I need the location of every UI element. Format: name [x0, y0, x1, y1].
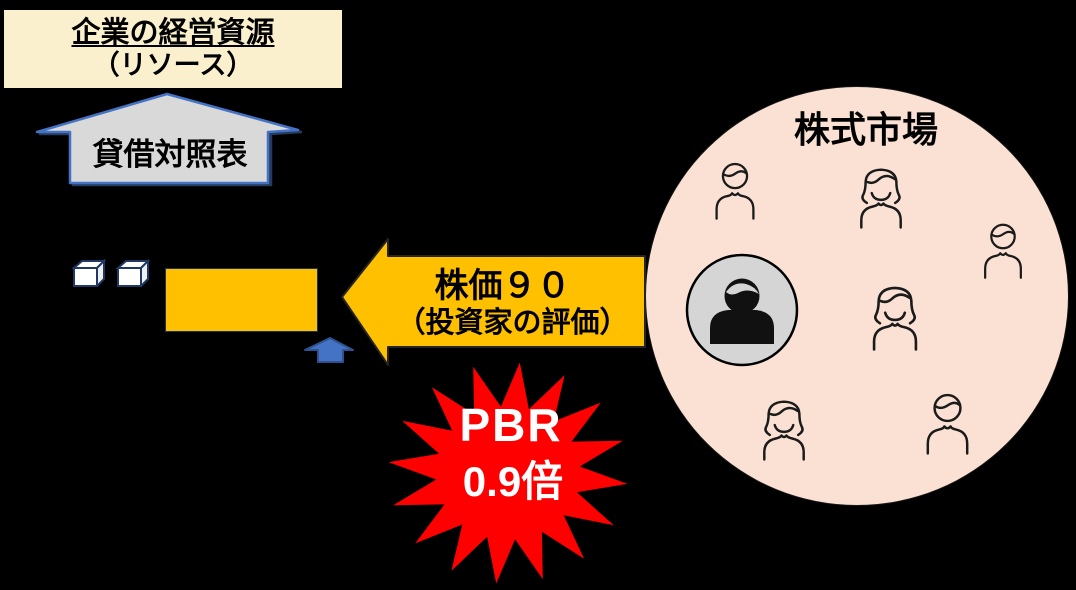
balance-sheet-label: 貸借対照表 — [92, 137, 248, 172]
asset-cubes — [73, 260, 149, 287]
up-arrow-icon — [304, 337, 354, 363]
investor-avatar-icon — [685, 253, 799, 367]
person-female-icon — [853, 166, 909, 230]
price-left-arrow — [341, 238, 646, 366]
corporate-resources-title: 企業の経営資源 — [71, 16, 275, 49]
pbr-value: 0.9倍 — [462, 458, 564, 505]
net-assets-rect — [165, 268, 318, 332]
person-male-icon — [920, 392, 975, 456]
price-arrow-line1: 株価９０ — [434, 267, 571, 305]
person-female-icon — [868, 284, 922, 352]
corporate-resources-subtitle: （リソース） — [92, 50, 254, 81]
person-male-icon — [712, 160, 758, 222]
person-male-icon — [977, 222, 1029, 280]
corporate-resources-box: 企業の経営資源 （リソース） — [2, 8, 344, 90]
person-female-icon — [758, 398, 810, 462]
cube-icon — [117, 260, 149, 287]
stock-market-title: 株式市場 — [793, 109, 938, 150]
pbr-label: PBR — [459, 399, 563, 451]
cube-icon — [73, 260, 105, 287]
balance-sheet-up-arrow — [35, 92, 300, 185]
diagram-canvas: { "resource_box": { "title": "企業の経営資源", … — [2, 8, 1069, 584]
price-arrow-line2: （投資家の評価） — [396, 307, 629, 339]
pbr-starburst — [388, 362, 628, 584]
